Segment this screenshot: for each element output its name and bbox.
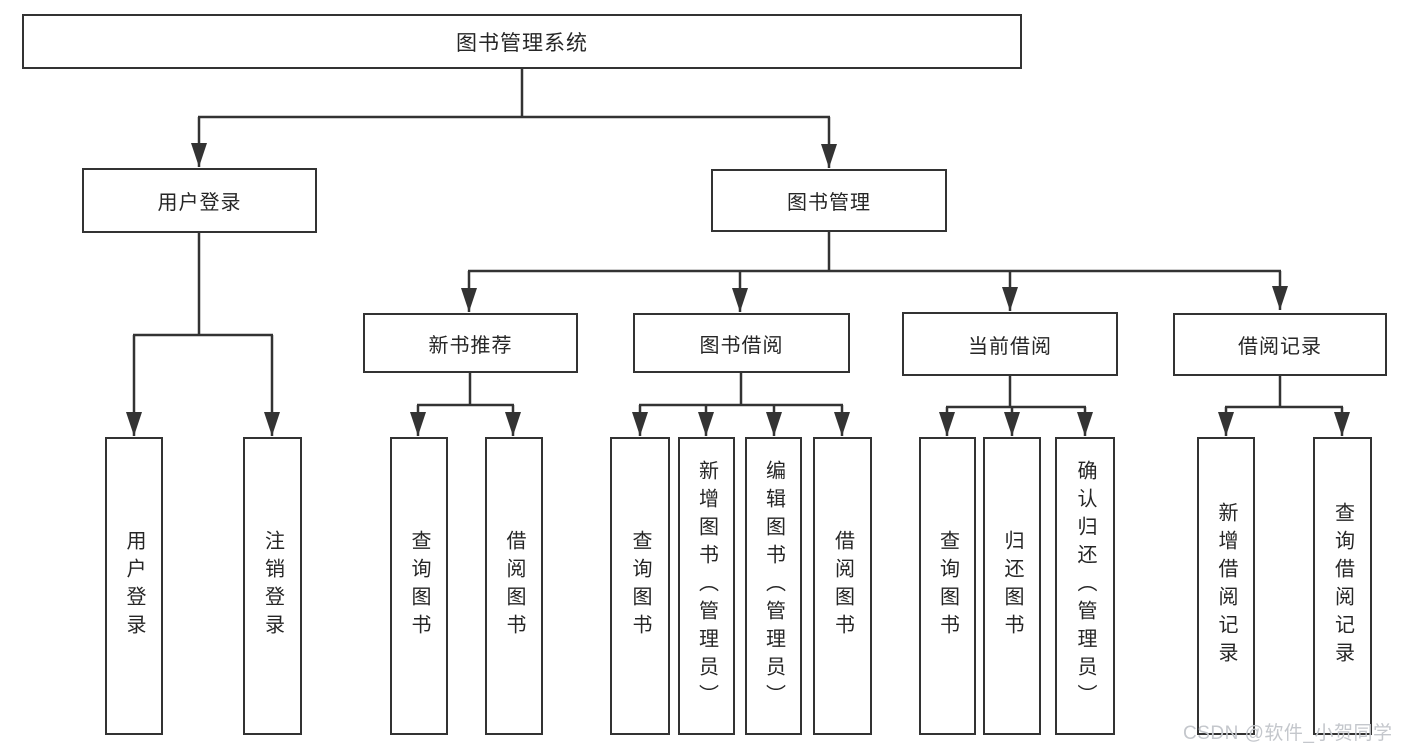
leaf-bb-borrow-books-label: 借阅图书 [831,530,854,642]
node-book-management: 图书管理 [711,169,947,232]
node-book-borrow: 图书借阅 [633,313,850,373]
leaf-cb-confirm-return: 确认归还（管理员） [1055,437,1115,735]
leaf-user-login: 用户登录 [105,437,163,735]
leaf-nb-query-books: 查询图书 [390,437,448,735]
node-root-label: 图书管理系统 [456,31,588,55]
leaf-bb-query-books-label: 查询图书 [629,530,651,642]
leaf-cb-query-books-label: 查询图书 [936,530,959,642]
leaf-nb-borrow-books-label: 借阅图书 [503,530,525,642]
leaf-bb-edit-books-label: 编辑图书（管理员） [762,460,785,712]
leaf-cb-query-books: 查询图书 [919,437,976,735]
node-user-login: 用户登录 [82,168,317,233]
leaf-cb-return-books: 归还图书 [983,437,1041,735]
leaf-logout-label: 注销登录 [261,530,284,642]
leaf-cb-return-books-label: 归还图书 [1001,530,1023,642]
leaf-logout: 注销登录 [243,437,302,735]
leaf-bb-add-books: 新增图书（管理员） [678,437,735,735]
node-new-book-recommend-label: 新书推荐 [428,334,513,357]
leaf-bb-add-books-label: 新增图书（管理员） [695,460,718,712]
leaf-br-query-record-label: 查询借阅记录 [1331,502,1354,670]
leaf-br-add-record: 新增借阅记录 [1197,437,1255,735]
leaf-bb-edit-books: 编辑图书（管理员） [745,437,802,735]
node-book-management-label: 图书管理 [787,192,871,214]
leaf-user-login-label: 用户登录 [123,530,145,642]
node-new-book-recommend: 新书推荐 [363,313,578,373]
leaf-bb-query-books: 查询图书 [610,437,670,735]
node-borrow-records: 借阅记录 [1173,313,1387,376]
node-root: 图书管理系统 [22,14,1022,69]
leaf-nb-borrow-books: 借阅图书 [485,437,543,735]
leaf-cb-confirm-return-label: 确认归还（管理员） [1074,460,1096,712]
leaf-bb-borrow-books: 借阅图书 [813,437,872,735]
watermark: CSDN @软件_小贺同学 [1183,723,1393,744]
leaf-br-add-record-label: 新增借阅记录 [1215,502,1237,670]
node-book-borrow-label: 图书借阅 [699,334,784,357]
node-user-login-label: 用户登录 [157,192,242,214]
leaf-br-query-record: 查询借阅记录 [1313,437,1372,735]
node-current-borrow: 当前借阅 [902,312,1118,376]
leaf-nb-query-books-label: 查询图书 [408,530,430,642]
node-current-borrow-label: 当前借阅 [968,335,1052,358]
node-borrow-records-label: 借阅记录 [1238,336,1322,358]
